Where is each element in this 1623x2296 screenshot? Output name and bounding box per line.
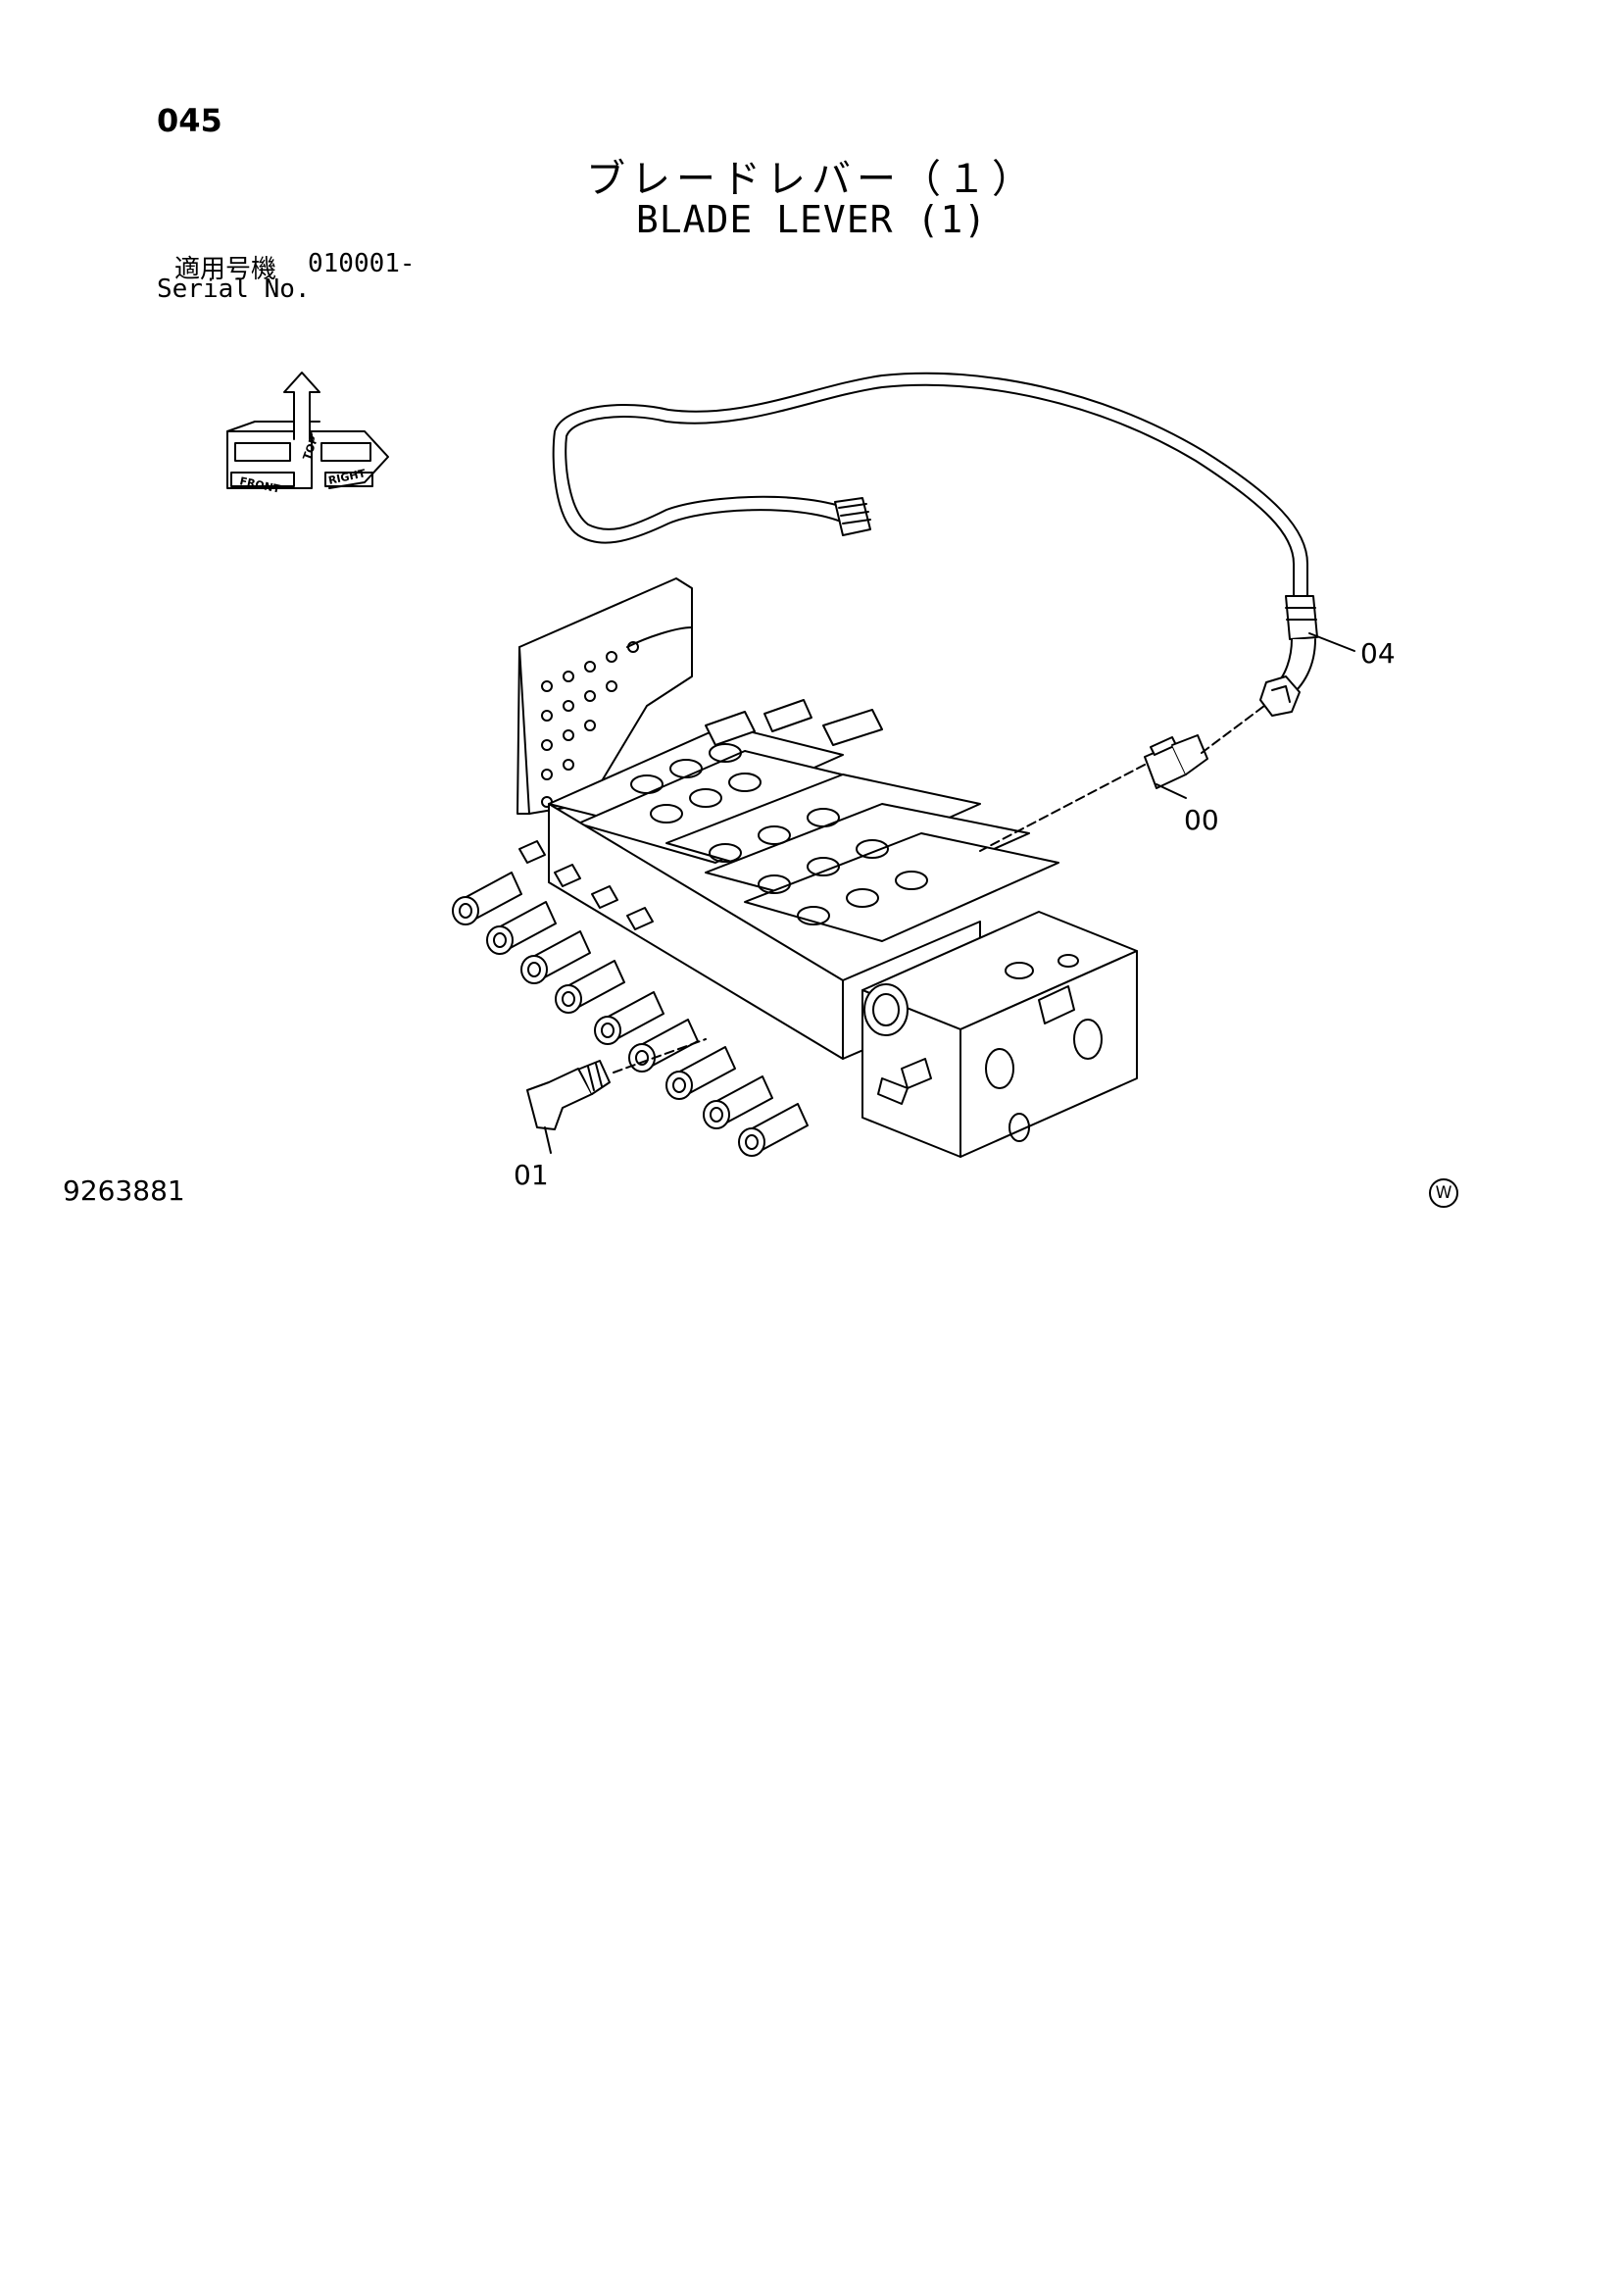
- elbow-fitting: [526, 1060, 611, 1130]
- leader-lines: [544, 632, 1355, 1154]
- callout-00: 00: [1184, 804, 1219, 836]
- page-title-en: BLADE LEVER (1): [635, 198, 988, 241]
- mounting-bracket: [516, 577, 693, 815]
- page-title-jp: ブレードレバー（１）: [586, 157, 1037, 202]
- callout-04: 04: [1360, 637, 1396, 670]
- control-valve-block: [548, 699, 1138, 1158]
- orientation-indicator: TOP FRONT RIGHT: [226, 372, 389, 496]
- adapter-part: [1144, 734, 1208, 789]
- serial-label-en: Serial No.: [157, 275, 311, 304]
- serial-value: 010001-: [308, 249, 416, 278]
- drawing-number: 9263881: [63, 1174, 185, 1207]
- pilot-hose: [552, 372, 1318, 717]
- serial-label-jp: 適用号機: [174, 255, 277, 284]
- spool-caps: [452, 840, 809, 1157]
- maker-mark-icon: W: [1429, 1178, 1458, 1208]
- callout-01: 01: [514, 1159, 549, 1191]
- page-number: 045: [157, 102, 222, 139]
